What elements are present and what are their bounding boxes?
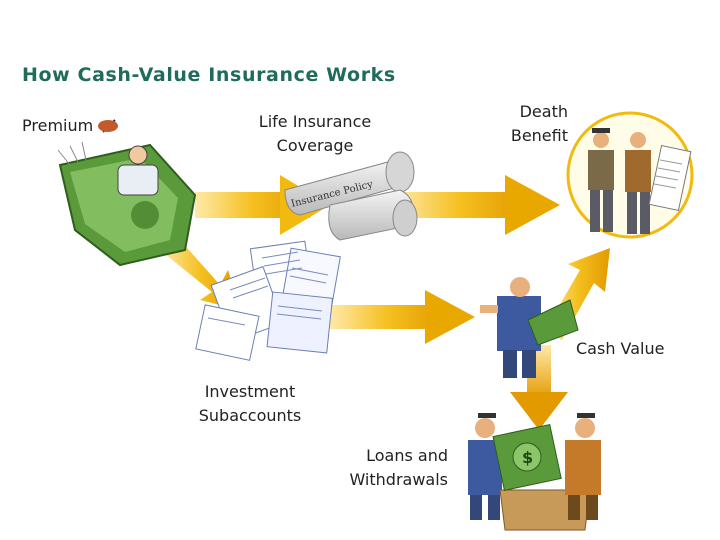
diagram-title: How Cash-Value Insurance Works xyxy=(22,64,396,86)
svg-text:$: $ xyxy=(522,448,533,467)
premium-figure-illustration xyxy=(57,119,197,267)
label-life-insurance-coverage: Life Insurance Coverage xyxy=(258,112,372,155)
death-benefit-illustration xyxy=(566,111,694,239)
arrow-cash-value-to-loans xyxy=(510,345,568,430)
cash-value-figure-illustration xyxy=(480,277,579,378)
investment-papers-illustration xyxy=(195,240,341,361)
label-investment-subaccounts: Investment Subaccounts xyxy=(198,382,302,425)
label-cash-value: Cash Value xyxy=(576,339,665,358)
label-loans-and-withdrawals: Loans and Withdrawals xyxy=(349,446,448,489)
loans-illustration: $ xyxy=(468,413,601,531)
insurance-policy-scroll: Insurance Policy xyxy=(284,151,418,241)
label-premium: Premium xyxy=(22,116,94,135)
arrow-investment-to-cash-value xyxy=(330,290,475,344)
label-death-benefit: Death Benefit xyxy=(510,102,568,145)
